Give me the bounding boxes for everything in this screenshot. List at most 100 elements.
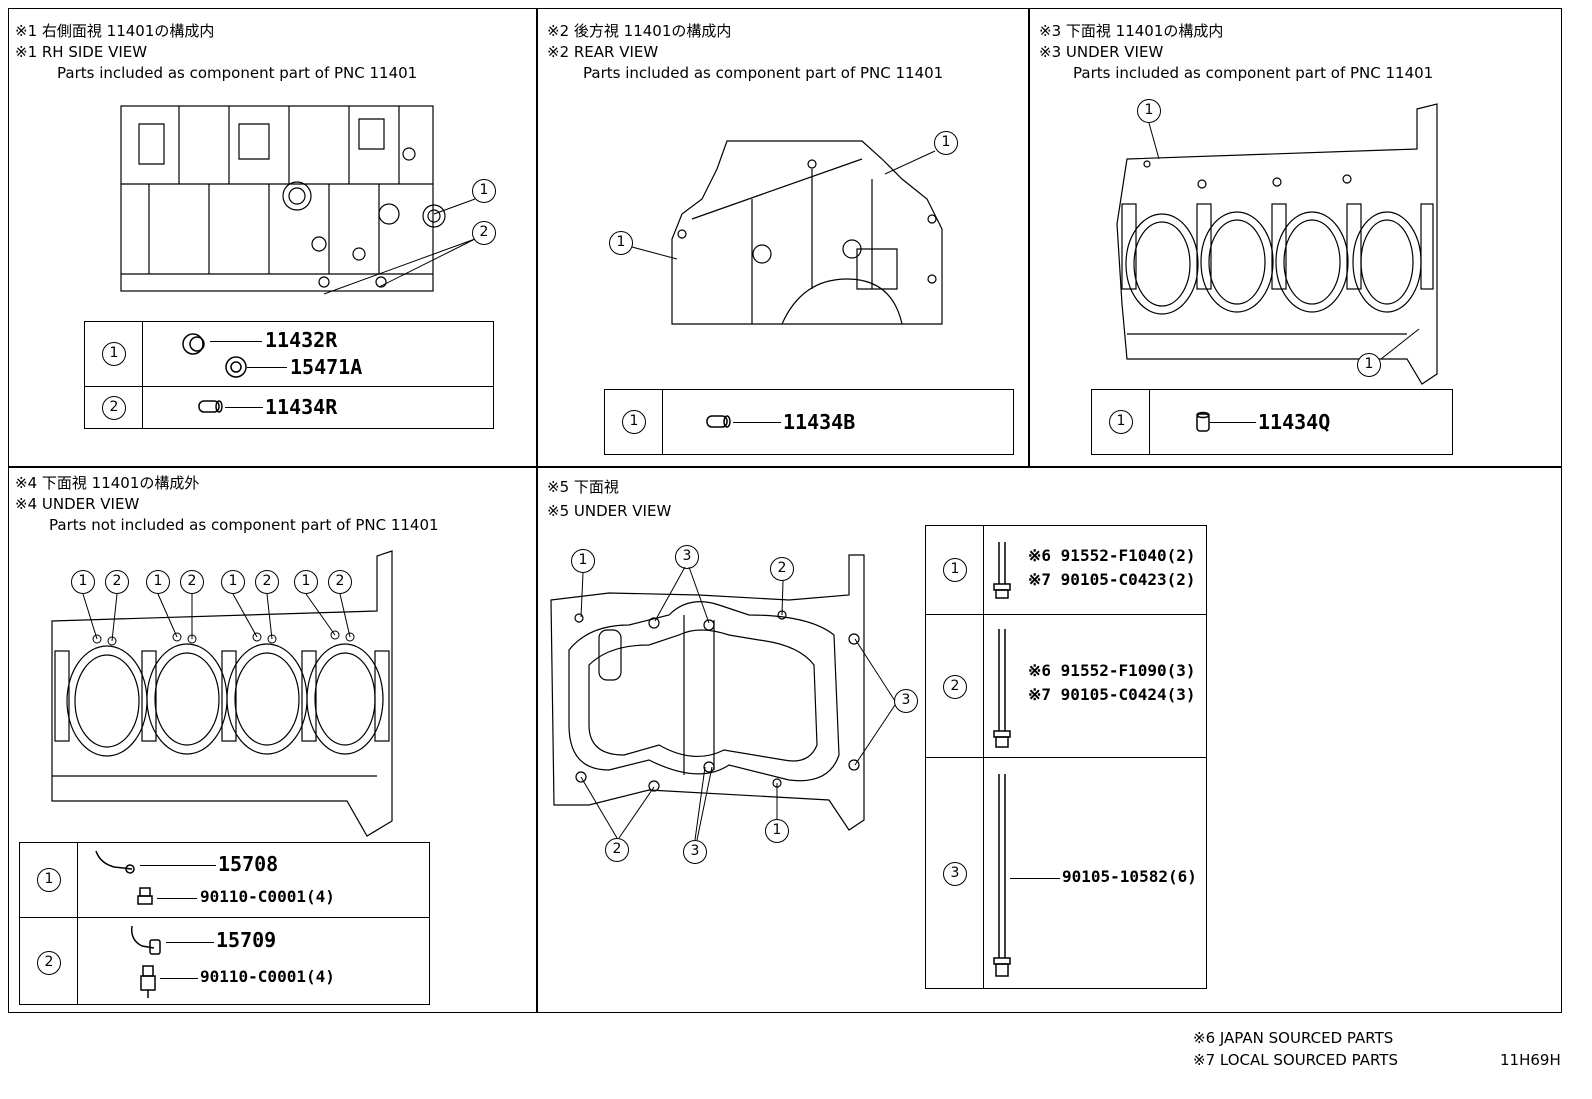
panel-rear-view: ※2 後方視 11401の構成内 ※2 REAR VIEW Parts incl…: [536, 8, 1030, 468]
oil-jet-icon: [130, 925, 161, 955]
part-number-91552-f1090[interactable]: ※6 91552-F1090(3): [1028, 661, 1196, 680]
parts-row-2: 2 11434R: [85, 386, 493, 430]
engine-block-under-drawing: [1116, 103, 1438, 385]
short-bolt-icon: [993, 542, 1011, 599]
callout-3: 3: [894, 689, 918, 713]
part-number-11434q[interactable]: 11434Q: [1258, 410, 1331, 434]
part-number-11432r[interactable]: 11432R: [265, 328, 338, 352]
callout-2: 2: [180, 570, 204, 594]
panel-header: ※5 下面視 ※5 UNDER VIEW: [547, 477, 671, 522]
panel-rh-side-view: ※1 右側面視 11401の構成内 ※1 RH SIDE VIEW Parts …: [8, 8, 538, 468]
callout-1: 1: [294, 570, 318, 594]
dowel-pin-icon: [706, 415, 731, 428]
callout-1: 1: [765, 819, 789, 843]
dowel-pin-icon: [198, 400, 223, 413]
panel-header: ※4 下面視 11401の構成外 ※4 UNDER VIEW Parts not…: [15, 473, 439, 536]
bolt-icon: [137, 887, 153, 905]
parts-row-2: 2 15709 90110-C0001(4): [20, 917, 429, 1006]
row-callout-2: 2: [102, 396, 126, 420]
callout-1: 1: [221, 570, 245, 594]
panel-under-view-4: ※4 下面視 11401の構成外 ※4 UNDER VIEW Parts not…: [8, 466, 538, 1013]
header-desc: Parts included as component part of PNC …: [1073, 64, 1434, 82]
part-number-90105-c0423[interactable]: ※7 90105-C0423(2): [1028, 570, 1196, 589]
parts-row-1: 1 15708 90110-C0001(4): [20, 843, 429, 917]
leader-lines: [1148, 122, 1420, 360]
parts-table: 1 15708 90110-C0001(4) 2 15709 90110-C00…: [19, 842, 430, 1005]
callout-3: 3: [675, 545, 699, 569]
part-number-11434r[interactable]: 11434R: [265, 395, 338, 419]
engine-block-rh-side-drawing: [120, 105, 446, 292]
parts-table: 1 11434B: [604, 389, 1014, 455]
panel-under-view-5: ※5 下面視 ※5 UNDER VIEW 1 3 2 3 2 3 1 1 ※6 …: [536, 466, 1562, 1013]
callout-1-bottom: 1: [1357, 353, 1381, 377]
engine-block-rear-drawing: [671, 140, 943, 325]
callout-1: 1: [571, 549, 595, 573]
callout-2: 2: [770, 557, 794, 581]
part-number-90105-10582[interactable]: 90105-10582(6): [1062, 867, 1197, 886]
header-en: ※2 REAR VIEW: [547, 43, 659, 61]
sleeve-icon: [1196, 411, 1210, 432]
header-desc: Parts included as component part of PNC …: [57, 64, 418, 82]
oil-jet-icon: [95, 850, 135, 874]
parts-row-1: 1 11434Q: [1092, 390, 1452, 456]
row-callout-3: 3: [943, 862, 967, 886]
row-callout-1: 1: [102, 342, 126, 366]
callout-2: 2: [105, 570, 129, 594]
row-callout-1: 1: [943, 558, 967, 582]
callout-2: 2: [605, 838, 629, 862]
callout-1: 1: [472, 179, 496, 203]
leader-lines: [580, 566, 896, 841]
callout-1: 1: [71, 570, 95, 594]
part-number-11434b[interactable]: 11434B: [783, 410, 856, 434]
header-desc: Parts not included as component part of …: [49, 516, 439, 534]
header-en: ※3 UNDER VIEW: [1039, 43, 1164, 61]
part-number-90110-c0001[interactable]: 90110-C0001(4): [200, 887, 335, 906]
leader-lines: [631, 150, 936, 260]
panel-header: ※2 後方視 11401の構成内 ※2 REAR VIEW Parts incl…: [547, 21, 943, 84]
panel-under-view-3: ※3 下面視 11401の構成内 ※3 UNDER VIEW Parts inc…: [1028, 8, 1562, 468]
callout-3: 3: [683, 840, 707, 864]
parts-row-1: 1 11434B: [605, 390, 1013, 456]
footnote-local-sourced: ※7 LOCAL SOURCED PARTS: [1193, 1051, 1398, 1069]
parts-table: 1 11434Q: [1091, 389, 1453, 455]
header-en: ※1 RH SIDE VIEW: [15, 43, 148, 61]
part-number-15471a[interactable]: 15471A: [290, 355, 363, 379]
illustration-code: 11H69H: [1500, 1051, 1561, 1069]
parts-row-1: 1 11432R 15471A: [85, 322, 493, 386]
engine-block-under-drawing: [51, 550, 393, 837]
callout-1-top: 1: [934, 131, 958, 155]
part-number-91552-f1040[interactable]: ※6 91552-F1040(2): [1028, 546, 1196, 565]
row-callout-2: 2: [943, 675, 967, 699]
callout-2: 2: [472, 221, 496, 245]
callout-2: 2: [255, 570, 279, 594]
row-callout-1: 1: [622, 410, 646, 434]
callout-2: 2: [328, 570, 352, 594]
parts-row-1: 1 ※6 91552-F1040(2) ※7 90105-C0423(2): [926, 526, 1206, 614]
callout-1-top: 1: [1137, 99, 1161, 123]
row-callout-2: 2: [37, 951, 61, 975]
header-jp: ※5 下面視: [547, 478, 619, 496]
part-number-15708[interactable]: 15708: [218, 852, 279, 876]
long-bolt-icon: [993, 774, 1011, 977]
header-en: ※4 UNDER VIEW: [15, 495, 140, 513]
medium-bolt-icon: [993, 629, 1011, 748]
parts-table: 1 11432R 15471A 2 11434R: [84, 321, 494, 429]
oil-pan-under-drawing: [550, 554, 865, 831]
part-number-90105-c0424[interactable]: ※7 90105-C0424(3): [1028, 685, 1196, 704]
header-en: ※5 UNDER VIEW: [547, 502, 672, 520]
header-jp: ※2 後方視 11401の構成内: [547, 22, 732, 40]
header-desc: Parts included as component part of PNC …: [583, 64, 944, 82]
part-number-15709[interactable]: 15709: [216, 928, 277, 952]
parts-row-3: 3 90105-10582(6): [926, 757, 1206, 990]
header-jp: ※3 下面視 11401の構成内: [1039, 22, 1224, 40]
panel-header: ※3 下面視 11401の構成内 ※3 UNDER VIEW Parts inc…: [1039, 21, 1433, 84]
row-callout-1: 1: [1109, 410, 1133, 434]
check-valve-icon: [140, 965, 156, 998]
part-number-90110-c0001[interactable]: 90110-C0001(4): [200, 967, 335, 986]
parts-table: 1 ※6 91552-F1040(2) ※7 90105-C0423(2) 2 …: [925, 525, 1207, 989]
parts-row-2: 2 ※6 91552-F1090(3) ※7 90105-C0424(3): [926, 614, 1206, 757]
row-callout-1: 1: [37, 868, 61, 892]
header-jp: ※1 右側面視 11401の構成内: [15, 22, 215, 40]
plug-icon: [182, 333, 205, 355]
callout-1-left: 1: [609, 231, 633, 255]
